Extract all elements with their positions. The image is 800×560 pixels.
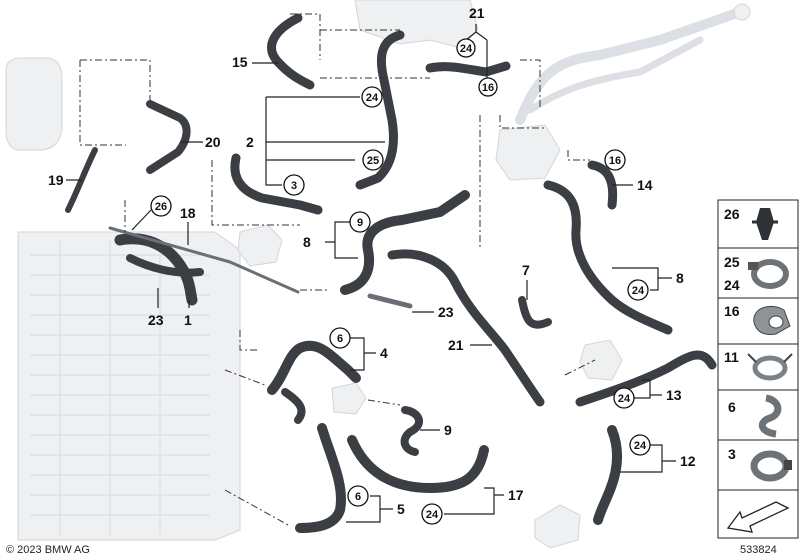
callout-13: 13 [666,387,682,403]
legend-label-26: 26 [724,206,740,222]
svg-text:24: 24 [366,92,379,104]
leader-lines [79,13,596,527]
hose-clamp-icon [748,259,789,289]
callout-23: 23 [148,312,164,328]
hose-22 [387,249,545,407]
callout-19: 19 [48,172,64,188]
callout-15: 15 [232,54,248,70]
retaining-clip-icon [758,394,782,438]
callout-1: 1 [184,312,192,328]
callout-8: 8 [676,270,684,286]
engine-block-ghost [354,0,479,49]
svg-text:25: 25 [367,155,379,167]
hose-4-branch [281,388,306,424]
circle-callout-24: 24 [361,86,383,108]
callout-21: 21 [469,5,485,21]
callout-22: 21 [448,337,464,353]
svg-text:6: 6 [337,333,343,345]
background-components [5,0,751,549]
svg-text:3: 3 [291,180,297,192]
svg-text:24: 24 [426,509,439,521]
spring-clamp-icon [747,353,793,381]
hose-20 [146,100,191,174]
callout-7: 7 [522,262,530,278]
callout-17: 17 [508,487,524,503]
hose-5 [295,423,346,533]
expansion-tank-ghost [5,57,63,151]
hose-4 [267,340,361,395]
aux-pump-ghost [579,339,623,381]
direction-arrow-icon [726,501,790,533]
circle-callout-24: 24 [421,503,443,525]
circle-callout-16: 16 [604,149,626,171]
circle-callout-24: 24 [629,434,651,456]
circle-callout-6: 6 [329,327,351,349]
svg-text:26: 26 [155,201,167,213]
svg-text:16: 16 [482,82,494,94]
hose-12 [593,425,622,525]
callout-5: 5 [397,501,405,517]
hose-21 [425,61,511,77]
hose-7 [518,296,552,329]
svg-text:24: 24 [632,285,645,297]
circle-callout-16: 16 [478,77,498,97]
legend-label-25: 25 [724,254,740,270]
hose-15 [267,13,315,90]
parts-legend: 26 25 24 16 11 6 [717,199,799,539]
callouts: 21 24 16 15 2 24 25 3 20 [48,5,696,525]
legend-label-16: 16 [724,303,740,319]
legend-label-6: 6 [728,399,736,415]
callout-2: 2 [246,134,254,150]
hose-14 [587,160,618,210]
water-pump-ghost [495,124,561,181]
double-clamp-icon [753,306,791,335]
circle-callout-24: 24 [613,387,635,409]
circle-callout-24: 24 [627,279,649,301]
hoses [65,13,717,533]
svg-text:9: 9 [357,217,363,229]
callout-4: 4 [380,345,388,361]
diagram-id: 533824 [740,544,777,556]
circle-callout-26: 26 [150,195,172,217]
svg-text:24: 24 [618,393,631,405]
hose-10 [340,190,470,295]
callout-18: 18 [180,205,196,221]
pipe-18 [108,226,300,294]
hose-8 [543,180,673,335]
hose-1-branch [126,254,204,277]
hose-3 [230,153,323,215]
legend-label-3: 3 [728,446,736,462]
legend-label-11: 11 [724,349,739,365]
callout-9: 9 [444,422,452,438]
hose-9 [400,406,423,456]
callout-20: 20 [205,134,221,150]
circle-callout-25: 25 [362,149,384,171]
circle-callout-3: 3 [283,174,305,196]
circle-callout-6: 6 [347,485,369,507]
svg-text:6: 6 [355,491,361,503]
connector-23 [367,293,413,309]
hose-13 [575,350,717,407]
callout-14: 14 [637,177,653,193]
clip-icon [752,208,778,240]
svg-text:24: 24 [460,43,473,55]
band-clamp-icon [750,450,792,482]
callout-23: 23 [438,304,454,320]
valve-ghost [534,504,581,549]
svg-text:16: 16 [609,155,621,167]
svg-text:24: 24 [634,440,647,452]
hose-1 [114,233,198,306]
legend-label-24: 24 [724,277,740,293]
callout-12: 12 [680,453,696,469]
callout-10: 8 [303,234,311,250]
circle-callout-11: 9 [349,211,371,233]
hose-2 [355,30,405,190]
circle-callout-24: 24 [456,38,476,58]
radiator-ghost [17,231,241,541]
copyright-text: © 2023 BMW AG [6,544,90,556]
hose-17 [347,435,489,493]
